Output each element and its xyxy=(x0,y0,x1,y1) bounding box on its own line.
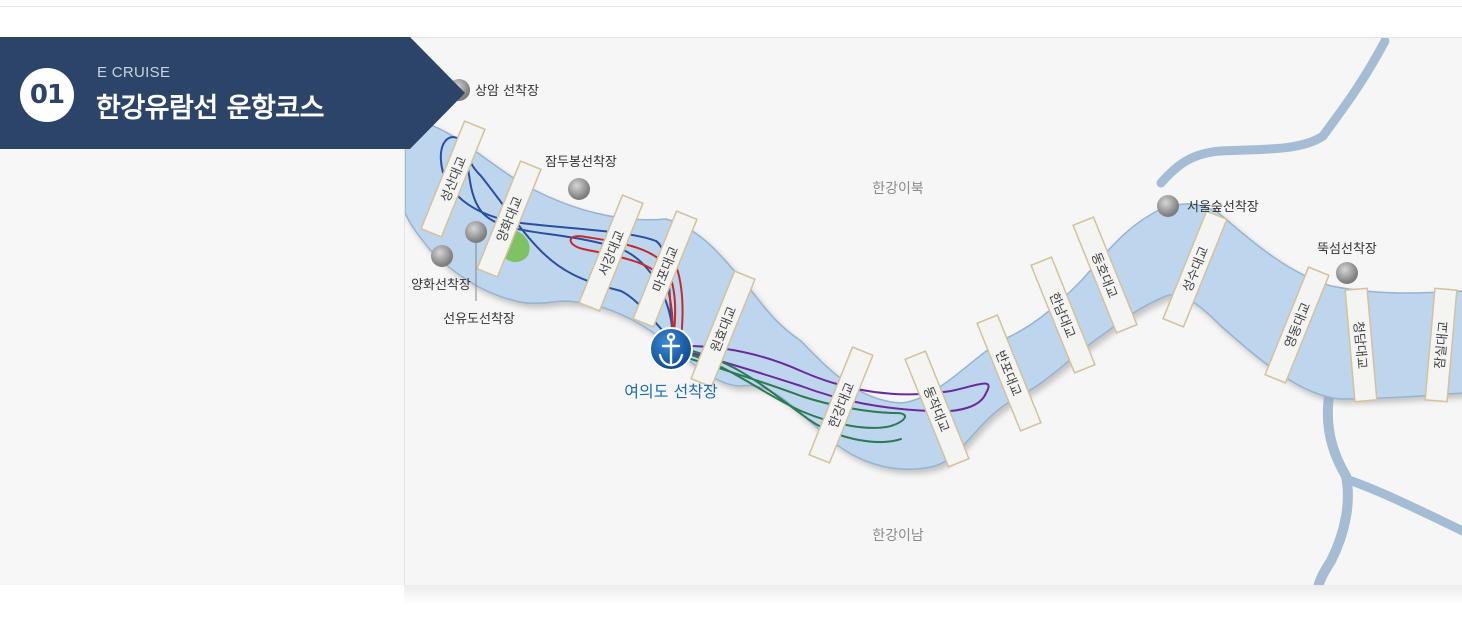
course-title: 한강유람선 운항코스 xyxy=(96,93,324,124)
top-divider xyxy=(0,6,1462,7)
pier-label-seoulsup: 서울숲선착장 xyxy=(1187,200,1259,215)
region-label-north: 한강이북 xyxy=(872,181,924,197)
yeouido-pier: 여의도 선착장 xyxy=(624,327,718,401)
bridge-label-cheongdam: 청담대교 xyxy=(1350,321,1369,370)
piers: 상암 선착장 잠두봉선착장 양화선착장 선유도선착장 서울숲선착장 뚝섬선착장 xyxy=(411,79,1377,327)
pier-label-yanghwa: 양화선착장 xyxy=(411,278,471,293)
pier-seonyudo-icon xyxy=(465,221,487,243)
pier-label-jamdubong: 잠두봉선착장 xyxy=(545,155,617,170)
pier-seoulsup-icon xyxy=(1157,195,1179,217)
bridge-cheongdam: 청담대교 xyxy=(1344,287,1378,403)
pier-label-sangam: 상암 선착장 xyxy=(475,84,539,99)
pier-jamdubong-icon xyxy=(568,178,590,200)
bridge-jamsil: 잠실대교 xyxy=(1424,287,1458,403)
pier-yanghwa-icon xyxy=(431,245,453,267)
course-subtitle: E CRUISE xyxy=(97,64,171,81)
course-header-banner xyxy=(0,37,465,149)
pier-ttukseom-icon xyxy=(1336,262,1358,284)
pier-label-yeouido: 여의도 선착장 xyxy=(624,382,718,401)
bridge-seogang: 서강대교 xyxy=(578,194,644,312)
course-number-badge: 01 xyxy=(20,68,74,122)
bridge-label-jamsil: 잠실대교 xyxy=(1433,321,1452,370)
pier-label-ttukseom: 뚝섬선착장 xyxy=(1317,242,1377,257)
bottom-shadow xyxy=(404,585,1462,605)
pier-label-seonyudo: 선유도선착장 xyxy=(443,312,515,327)
cruise-route-map: 성산대교 양화대교 서강대교 마포대교 원효대교 한강대교 xyxy=(404,37,1462,586)
tributary-streams xyxy=(1156,38,1462,586)
region-label-south: 한강이남 xyxy=(872,528,924,544)
